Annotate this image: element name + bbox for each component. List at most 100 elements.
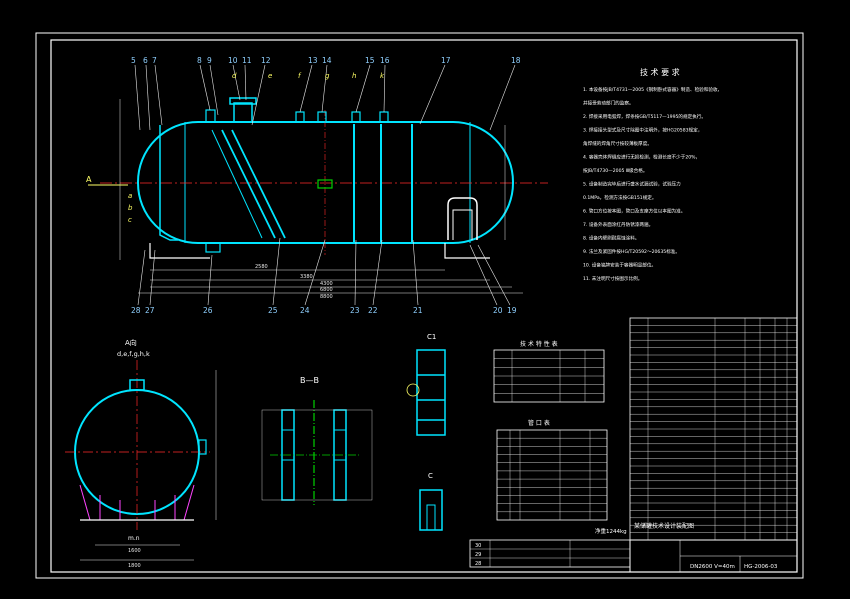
title-block-title: 某储罐技术设计装配图 xyxy=(634,522,694,530)
tech-req-line: 6. 管口方位按本图，管口及支座方位以本图为准。 xyxy=(583,208,685,215)
inclined-pipe-b xyxy=(231,129,286,239)
tech-req-line: 4. 容器壳体焊缝应进行无损检测，检测长度不少于20%， xyxy=(583,154,700,161)
top-nozzle-1 xyxy=(205,109,216,123)
design-data-table: 技 术 特 性 表 xyxy=(493,340,605,403)
tech-req-line: 0.1MPa，检测方法按GB151规定。 xyxy=(583,194,656,201)
bom-row-29: 29 xyxy=(475,552,481,558)
callout-7: 7 xyxy=(152,56,157,65)
callout-f: f xyxy=(298,72,302,80)
callout-9: 9 xyxy=(207,56,212,65)
end-view-nozzle-right xyxy=(198,439,207,455)
vessel-shell xyxy=(137,121,514,244)
tech-req-line: 角焊缝的焊角尺寸按较薄板厚度。 xyxy=(583,140,652,147)
title-block-spec: DN2600 V=40m xyxy=(690,564,735,570)
callout-23: 23 xyxy=(350,306,360,315)
bom-row-30: 30 xyxy=(475,543,481,549)
callout-k: k xyxy=(380,72,385,80)
tech-req-line: 3. 焊接接头型式及尺寸除图中注明外，按HG20583规定， xyxy=(583,127,702,134)
callout-15: 15 xyxy=(365,56,375,65)
callout-h: h xyxy=(352,72,356,80)
callout-26: 26 xyxy=(203,306,213,315)
tech-req-line: 7. 设备外表面涂红丹防锈漆两遍。 xyxy=(583,221,653,228)
tech-req-line: 并接受劳动部门的监察。 xyxy=(583,100,634,107)
right-internal-box xyxy=(447,197,478,240)
tech-req-line: 11. 未注明尺寸按图示比例。 xyxy=(583,275,642,282)
tech-req-line: 按JB/T4730—2005 Ⅲ级合格。 xyxy=(583,167,647,174)
end-view-a: A向 d,e,f,g,h,k m.n 1600 1800 xyxy=(65,338,217,569)
end-dim-1600: 1600 xyxy=(128,548,141,554)
tech-req-line: 8. 设备内壁刷耐腐蚀涂料。 xyxy=(583,235,639,242)
inner-frame xyxy=(50,39,798,573)
manhole-neck xyxy=(233,102,253,123)
view-a-label: A xyxy=(86,175,92,184)
nozzle-table: 管 口 表 xyxy=(496,419,608,521)
dimension-lines xyxy=(119,99,523,294)
bb-label: B—B xyxy=(300,376,319,385)
callout-16: 16 xyxy=(380,56,390,65)
weight-label: 净重1244kg xyxy=(595,527,627,535)
top-nozzle-5 xyxy=(379,111,389,123)
callout-d: d xyxy=(232,72,237,80)
side-letter-a: a xyxy=(128,192,132,200)
top-leaders xyxy=(134,64,516,131)
parts-list xyxy=(629,317,798,541)
dim-2580: 2580 xyxy=(255,264,268,270)
end-dim-1800: 1800 xyxy=(128,563,141,569)
callout-19: 19 xyxy=(507,306,517,315)
section-bb: B—B xyxy=(261,376,373,505)
c-detail xyxy=(419,489,443,531)
dim-8800: 8800 xyxy=(320,294,333,300)
callout-27: 27 xyxy=(145,306,155,315)
callout-25: 25 xyxy=(268,306,278,315)
c1-detail-circle xyxy=(406,383,420,397)
callout-13: 13 xyxy=(308,56,318,65)
bottom-callouts: 28 27 26 25 24 23 22 21 20 19 xyxy=(131,306,517,315)
callout-14: 14 xyxy=(322,56,332,65)
top-nozzle-2 xyxy=(295,111,305,123)
bottom-bom: 30 29 28 xyxy=(469,539,631,568)
manhole-flange xyxy=(229,97,257,105)
bom-row-28: 28 xyxy=(475,561,481,567)
detail-c1: C1 C xyxy=(406,333,446,531)
design-data-title: 技 术 特 性 表 xyxy=(520,340,558,348)
left-internal-pipe xyxy=(159,125,178,241)
callout-18: 18 xyxy=(511,56,521,65)
bottom-nozzle xyxy=(205,242,221,253)
tech-req-line: 2. 焊接采用电弧焊，焊条按GB/T5117—1995的规定执行。 xyxy=(583,113,706,120)
a-view-letters: d,e,f,g,h,k xyxy=(117,350,150,358)
bb-outline xyxy=(261,409,373,501)
saddle-left xyxy=(149,243,210,259)
callout-24: 24 xyxy=(300,306,310,315)
callout-20: 20 xyxy=(493,306,503,315)
nozzle-table-title: 管 口 表 xyxy=(528,419,550,427)
callout-21: 21 xyxy=(413,306,423,315)
callout-6: 6 xyxy=(143,56,148,65)
callout-e: e xyxy=(268,72,272,80)
tech-req-title: 技 术 要 求 xyxy=(640,67,680,77)
main-vessel-view: A xyxy=(86,64,548,306)
saddle-right xyxy=(444,243,490,259)
letter-callouts: d e f g h k xyxy=(232,72,385,80)
callout-5: 5 xyxy=(131,56,136,65)
tech-req-line: 1. 本设备按JB/T4731—2005《钢制卧式容器》制造、检验和验收， xyxy=(583,86,722,93)
inclined-pipe-a xyxy=(221,129,276,239)
callout-g: g xyxy=(325,72,330,80)
side-letters: a b c xyxy=(128,192,133,224)
top-nozzle-4 xyxy=(351,111,361,123)
callout-8: 8 xyxy=(197,56,202,65)
tech-req-line: 5. 设备制造完毕后进行盛水试漏试验，试验压力 xyxy=(583,181,681,188)
callout-22: 22 xyxy=(368,306,378,315)
outer-frame xyxy=(35,32,804,579)
end-view-manhole xyxy=(129,379,145,391)
tech-req-line: 9. 法兰及紧固件按HG/T20592～20635标准。 xyxy=(583,248,680,255)
c1-label: C1 xyxy=(427,333,436,341)
c1-ladder xyxy=(416,349,446,436)
tech-req-line: 10. 设备铭牌安装于容器明显部位。 xyxy=(583,262,656,269)
tech-requirements: 技 术 要 求 1. 本设备按JB/T4731—2005《钢制卧式容器》制造、检… xyxy=(583,67,722,282)
inclined-pipe-c xyxy=(211,129,263,239)
top-callouts: 5 6 7 8 9 10 11 12 13 14 15 16 17 18 xyxy=(131,56,521,65)
dim-4300: 4300 xyxy=(320,281,333,287)
callout-12: 12 xyxy=(261,56,271,65)
c-detail-inner xyxy=(426,504,436,531)
